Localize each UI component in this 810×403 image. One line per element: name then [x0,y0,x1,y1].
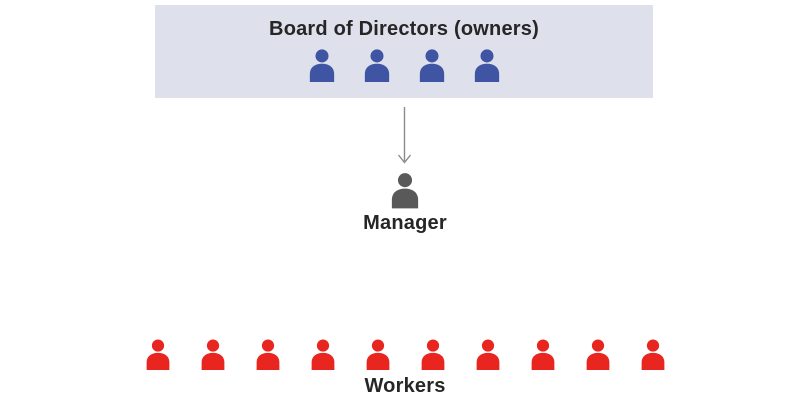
manager-label: Manager [363,212,447,234]
worker-person-icon [640,337,666,372]
worker-person-icon [420,337,446,372]
manager-group: Manager [0,172,810,235]
board-title: Board of Directors (owners) [269,18,539,40]
director-icons-row [155,49,653,82]
worker-person-icon [475,337,501,372]
workers-group: Workers [0,337,810,398]
worker-person-icon [585,337,611,372]
board-of-directors-box: Board of Directors (owners) [155,5,653,98]
worker-person-icon [310,337,336,372]
worker-person-icon [530,337,556,372]
worker-icons-row [145,337,666,372]
down-arrow-icon [397,107,412,164]
worker-person-icon [145,337,171,372]
worker-person-icon [365,337,391,372]
director-person-icon [363,49,391,82]
workers-label: Workers [364,375,446,397]
manager-person-icon [390,172,420,209]
director-person-icon [473,49,501,82]
director-person-icon [418,49,446,82]
director-person-icon [308,49,336,82]
worker-person-icon [200,337,226,372]
worker-person-icon [255,337,281,372]
